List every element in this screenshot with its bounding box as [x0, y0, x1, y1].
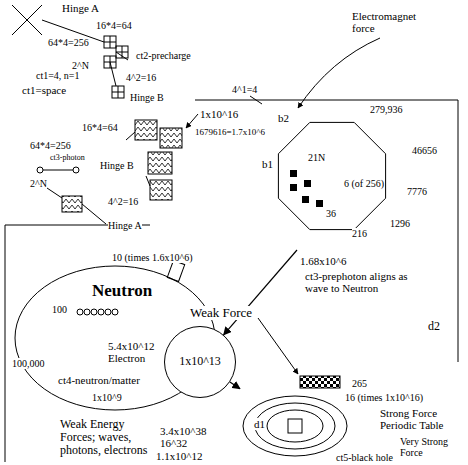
sketch-stroke	[5, 100, 458, 462]
diagram-label: 1.1x10^12	[156, 450, 202, 462]
node-text: 36	[326, 208, 336, 219]
node-text: 1296	[390, 218, 410, 229]
sketch-stroke	[258, 318, 298, 374]
sketch-stroke	[105, 309, 111, 315]
diagram-label: 64*4=256	[30, 140, 71, 151]
diagram-label: Hinge A	[108, 220, 142, 231]
diagram-label: 1x10^16	[200, 108, 238, 120]
diagram-label: 10 (times 1.6x10^6)	[112, 252, 193, 263]
sketch-stroke	[250, 96, 262, 104]
particle-square	[290, 184, 297, 191]
octagon-node: 279,936 46656 7776 1296 216 36 6 (of 256) 21N	[262, 100, 462, 250]
diagram-label: ct1=4, n=1	[36, 70, 80, 81]
diagram-label: ct5-black hole	[336, 452, 393, 463]
sketch-stroke	[84, 309, 90, 315]
sketch-stroke	[112, 86, 124, 98]
diagram-label: Hinge B	[100, 160, 134, 171]
node-text: d1	[254, 418, 265, 430]
spiral-ring	[267, 410, 323, 442]
diagram-label: Strong Force Periodic Table	[380, 407, 458, 431]
diagram-label: Very Strong Force	[400, 436, 462, 458]
diagram-label: Hinge A	[62, 2, 99, 14]
sketch-stroke	[300, 376, 340, 388]
diagram-label: Weak Force	[190, 306, 252, 320]
sketch-stroke	[12, 5, 42, 35]
particle-square	[304, 180, 311, 187]
sketch-stroke	[116, 46, 128, 58]
node-text: 7776	[407, 186, 427, 197]
diagram-label: 265	[352, 378, 367, 389]
diagram-label: b1	[262, 158, 273, 170]
diagram-label: ct3-photon	[50, 154, 85, 163]
circle-node: 1x10^13	[164, 326, 236, 398]
diagram-label: 1.68x10^6	[300, 255, 346, 267]
sketch-stroke	[77, 309, 83, 315]
spiral-node: d1	[240, 388, 350, 463]
sketch-stroke	[148, 152, 172, 174]
node-text: 279,936	[370, 104, 403, 115]
sketch-stroke	[135, 120, 157, 140]
node-text: 21N	[308, 152, 325, 163]
sketch-stroke	[77, 309, 118, 315]
diagram-label: 16*4=64	[96, 20, 132, 31]
diagram-label: 4^2=16	[126, 72, 156, 83]
sketch-stroke	[104, 36, 116, 48]
diagram-label: 5.4x10^12 Electron	[108, 340, 160, 364]
sketch-stroke	[104, 56, 116, 68]
diagram-label: ct2-precharge	[136, 50, 191, 61]
sketch-stroke	[104, 36, 128, 98]
sketch-stroke	[104, 36, 116, 48]
sketch-stroke	[167, 260, 184, 281]
diagram-label: 2^N	[30, 178, 47, 189]
diagram-label: 100	[52, 304, 67, 315]
sketch-stroke	[62, 196, 82, 212]
sketch-stroke	[112, 86, 124, 98]
sketch-stroke	[112, 309, 118, 315]
node-text: 46656	[412, 145, 437, 156]
diagram-label: 1679616=1.7x10^6	[195, 128, 265, 138]
sketch-stroke	[150, 180, 172, 200]
sketch-stroke	[116, 46, 128, 58]
sketch-stroke	[73, 167, 79, 173]
diagram-label: Weak Energy Forces; waves, photons, elec…	[60, 418, 155, 458]
diagram-label: ct3-prephoton aligns as wave to Neutron	[305, 270, 425, 294]
sketch-stroke	[104, 56, 116, 68]
connector-arrow	[230, 382, 240, 389]
sketch-stroke	[91, 309, 97, 315]
diagram-label: Electromagnet force	[352, 10, 422, 34]
node-text: 6 (of 256)	[344, 178, 384, 189]
node-text: 1x10^13	[179, 355, 221, 368]
diagram-label: Neutron	[92, 282, 152, 301]
sketch-stroke	[5, 5, 458, 462]
diagram-label: ct1=space	[22, 84, 66, 96]
diagram-label: 64*4=256	[48, 37, 89, 48]
diagram-label: Hinge B	[130, 92, 164, 103]
diagram-label: 100,000	[12, 358, 45, 369]
diagram-label: 16*4=64	[82, 122, 118, 133]
diagram-label: 3.4x10^38 16^32	[160, 425, 218, 449]
spiral-ring	[243, 396, 347, 456]
particle-square	[316, 200, 323, 207]
sketch-stroke	[37, 167, 43, 173]
sketch-stroke	[98, 309, 104, 315]
core-square	[288, 419, 302, 433]
diagram-label: d2	[428, 320, 440, 333]
diagram-label: ct4-neutron/matter	[58, 374, 140, 386]
sketch-stroke	[186, 114, 198, 128]
diagram-label: 4^2=16	[108, 196, 138, 207]
diagram-label: b2	[278, 112, 289, 124]
particle-square	[302, 196, 309, 203]
connector-arrow	[224, 250, 297, 335]
particle-square	[290, 170, 297, 177]
spiral-ring	[255, 403, 335, 449]
sketch-stroke	[160, 128, 182, 148]
diagram-label: 16 (times 1x10^16)	[345, 392, 423, 403]
octagon-shape	[278, 122, 385, 229]
diagram-label: 1x10^9	[92, 392, 122, 403]
diagram-label: 4^1=4	[232, 84, 257, 95]
node-text: 216	[352, 228, 367, 239]
sketch-stroke	[298, 38, 380, 108]
